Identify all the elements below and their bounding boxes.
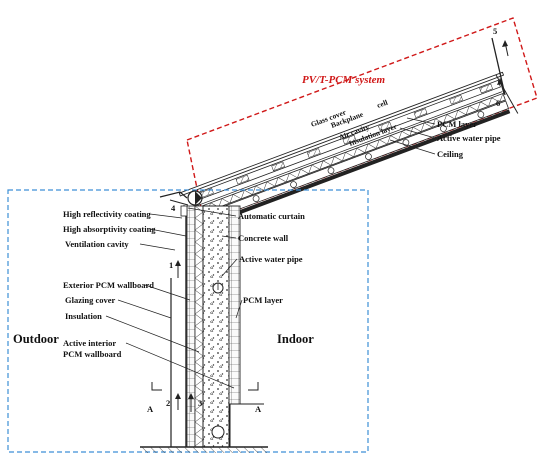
marker-6: 6 bbox=[496, 98, 500, 108]
label-concrete-wall: Concrete wall bbox=[238, 233, 289, 243]
label-high-absorptivity-coating: High absorptivity coating bbox=[63, 224, 156, 234]
pv-cells bbox=[200, 83, 493, 198]
vent-markers: 1 2 3 bbox=[166, 260, 202, 412]
label-pcm-layer-roof: PCM layer bbox=[437, 119, 477, 129]
system-title: PV/T-PCM system bbox=[302, 74, 385, 86]
marker-4: 4 bbox=[171, 203, 176, 213]
pvt-pcm-system-box bbox=[186, 17, 538, 223]
label-active-interior-line1: Active interior bbox=[63, 338, 116, 348]
wall-assembly bbox=[170, 205, 241, 448]
label-active-water-pipe-roof: Active water pipe bbox=[437, 133, 501, 143]
section-a-right: A bbox=[255, 404, 262, 414]
label-ventilation-cavity: Ventilation cavity bbox=[65, 239, 129, 249]
section-a-left: A bbox=[147, 404, 154, 414]
roof-callouts: PCM layer Active water pipe Ceiling bbox=[389, 117, 501, 159]
label-ceiling: Ceiling bbox=[437, 149, 464, 159]
zone-indoor: Indoor bbox=[277, 332, 314, 346]
vent-5-arrowhead bbox=[502, 40, 508, 47]
label-exterior-pcm-wallboard: Exterior PCM wallboard bbox=[63, 280, 154, 290]
label-active-interior-line2: PCM wallboard bbox=[63, 349, 122, 359]
roof-end-wall bbox=[491, 37, 506, 96]
section-a-a: A A bbox=[147, 382, 262, 414]
label-pcm-layer-wall: PCM layer bbox=[243, 295, 283, 305]
roof-assembly bbox=[178, 71, 519, 229]
wall-callouts-left: High reflectivity coating High absorptiv… bbox=[63, 209, 235, 389]
label-high-reflectivity-coating: High reflectivity coating bbox=[63, 209, 151, 219]
vent-6-arrowhead bbox=[497, 78, 503, 85]
ground bbox=[140, 403, 268, 453]
label-automatic-curtain: Automatic curtain bbox=[238, 211, 305, 221]
marker-3: 3 bbox=[198, 398, 202, 408]
label-active-water-pipe-wall: Active water pipe bbox=[239, 254, 303, 264]
marker-2: 2 bbox=[166, 398, 170, 408]
label-glazing-cover: Glazing cover bbox=[65, 295, 116, 305]
zone-outdoor: Outdoor bbox=[13, 332, 59, 346]
label-insulation: Insulation bbox=[65, 311, 102, 321]
marker-1: 1 bbox=[169, 260, 173, 270]
wall-callouts-right: Automatic curtain Concrete wall Active w… bbox=[187, 207, 305, 319]
label-cell: cell bbox=[376, 98, 389, 110]
marker-5: 5 bbox=[493, 26, 497, 36]
